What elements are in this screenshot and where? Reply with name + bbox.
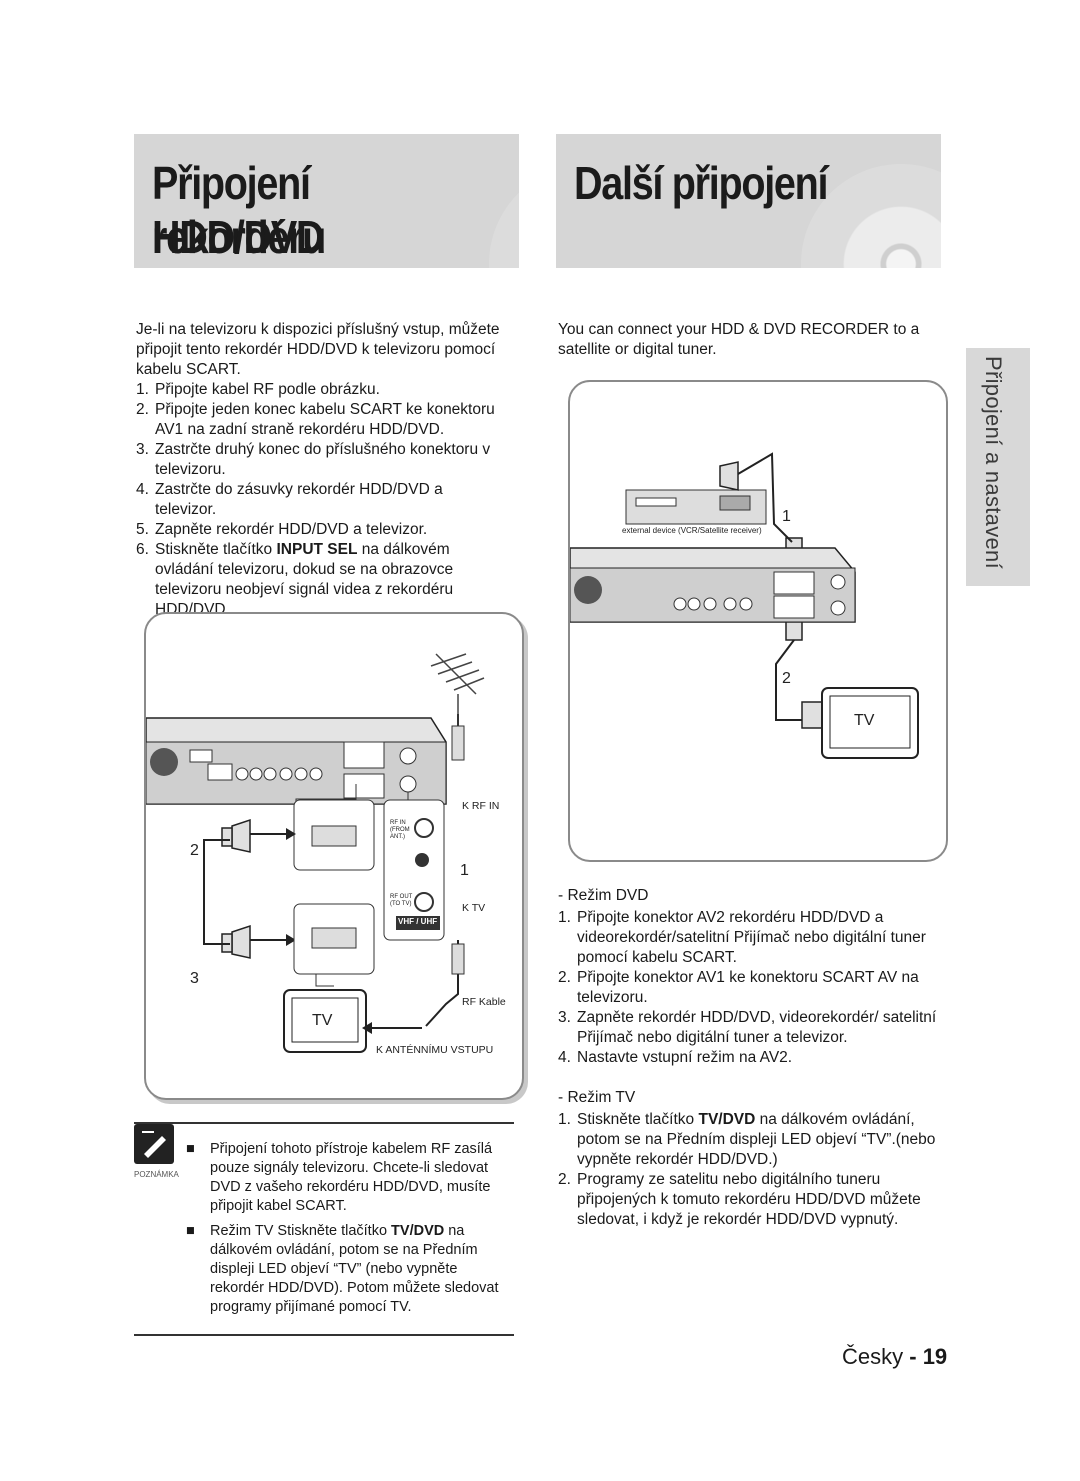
- num-2: 2: [190, 842, 199, 859]
- tv-step-1: 1.Stiskněte tlačítko TV/DVD na dálkovém …: [558, 1111, 936, 1168]
- left-title-banner: Připojení rekordéru HDD/DVD: [134, 134, 519, 268]
- tv-step-2: 2.Programy ze satelitu nebo digitálního …: [558, 1171, 921, 1228]
- left-title-line2: HDD/DVD: [152, 211, 324, 263]
- note-top-rule: [134, 1122, 514, 1124]
- right-title: Další připojení: [574, 157, 829, 209]
- satellite-diagram: [570, 452, 919, 759]
- num-1: 1: [782, 508, 791, 525]
- external-device-label: external device (VCR/Satellite receiver): [622, 526, 762, 535]
- dvd-step-3: 3.Zapněte rekordér HDD/DVD, videorekordé…: [558, 1009, 937, 1046]
- num-3: 3: [190, 970, 199, 987]
- num-2: 2: [782, 670, 791, 687]
- left-title-line1: Připojení rekordéru: [152, 157, 326, 263]
- step-3: 3.Zastrčte druhý konec do příslušného ko…: [136, 441, 491, 478]
- vcr-device: [625, 489, 767, 525]
- tv-label: TV: [854, 712, 875, 729]
- note-bullet-1: ■Připojení tohoto přístroje kabelem RF z…: [186, 1141, 493, 1214]
- vhf-uhf-label: VHF / UHF: [398, 917, 438, 926]
- disc-graphic: [489, 164, 519, 268]
- scart-connection-figure: K RF IN K TV RF Kable K ANTÉNNÍMU VSTUPU…: [144, 612, 524, 1100]
- antenna-icon: [430, 653, 485, 714]
- right-title-banner: Další připojení: [556, 134, 941, 268]
- tv-label: TV: [312, 1012, 333, 1029]
- scart-plug-upper: [221, 818, 251, 853]
- right-intro: You can connect your HDD & DVD RECORDER …: [558, 321, 920, 358]
- k-antenna-label: K ANTÉNNÍMU VSTUPU: [376, 1044, 494, 1056]
- step-5: 5.Zapněte rekordér HDD/DVD a televizor.: [136, 521, 428, 538]
- step-1: 1.Připojte kabel RF podle obrázku.: [136, 381, 380, 398]
- intro-text: Je-li na televizoru k dispozici příslušn…: [136, 321, 500, 378]
- note-label: POZNÁMKA: [134, 1170, 179, 1179]
- step-6: 6.Stiskněte tlačítko INPUT SEL na dálkov…: [136, 541, 454, 618]
- right-instructions: - Režim DVD 1.Připojte konektor AV2 reko…: [558, 886, 942, 1230]
- satellite-connection-figure: external device (VCR/Satellite receiver)…: [568, 380, 948, 862]
- dvd-step-1: 1.Připojte konektor AV2 rekordéru HDD/DV…: [558, 909, 926, 966]
- note-bullet-2: ■Režim TV Stiskněte tlačítko TV/DVD na d…: [186, 1223, 499, 1315]
- left-instructions: Je-li na televizoru k dispozici příslušn…: [136, 320, 508, 620]
- scart-plug-lower: [221, 924, 251, 959]
- dvd-step-4: 4.Nastavte vstupní režim na AV2.: [558, 1049, 793, 1066]
- rf-out-small-label: RF OUT (TO TV): [390, 894, 413, 907]
- page-number: Česky - 19: [842, 1344, 948, 1369]
- section-side-tab: Připojení a nastavení: [966, 348, 1030, 586]
- k-tv-label: K TV: [462, 902, 486, 914]
- rf-kable-label: RF Kable: [462, 996, 506, 1008]
- note-bottom-rule: [134, 1334, 514, 1336]
- note-bullets: ■Připojení tohoto přístroje kabelem RF z…: [186, 1140, 514, 1317]
- dvd-mode-heading: - Režim DVD: [558, 887, 649, 904]
- dvd-step-2: 2.Připojte konektor AV1 ke konektoru SCA…: [558, 969, 919, 1006]
- note-icon: [134, 1124, 174, 1164]
- step-2: 2.Připojte jeden konec kabelu SCART ke k…: [136, 401, 495, 438]
- recorder-back-panel: [146, 717, 447, 805]
- side-tab-label: Připojení a nastavení: [981, 356, 1006, 569]
- step-4: 4.Zastrčte do zásuvky rekordér HDD/DVD a…: [136, 481, 443, 518]
- rf-in-small-label: RF IN (FROM ANT.): [390, 820, 410, 840]
- k-rf-in-label: K RF IN: [462, 800, 500, 812]
- num-1: 1: [460, 862, 469, 879]
- connection-diagram: [146, 653, 485, 1053]
- tv-mode-heading: - Režim TV: [558, 1089, 636, 1106]
